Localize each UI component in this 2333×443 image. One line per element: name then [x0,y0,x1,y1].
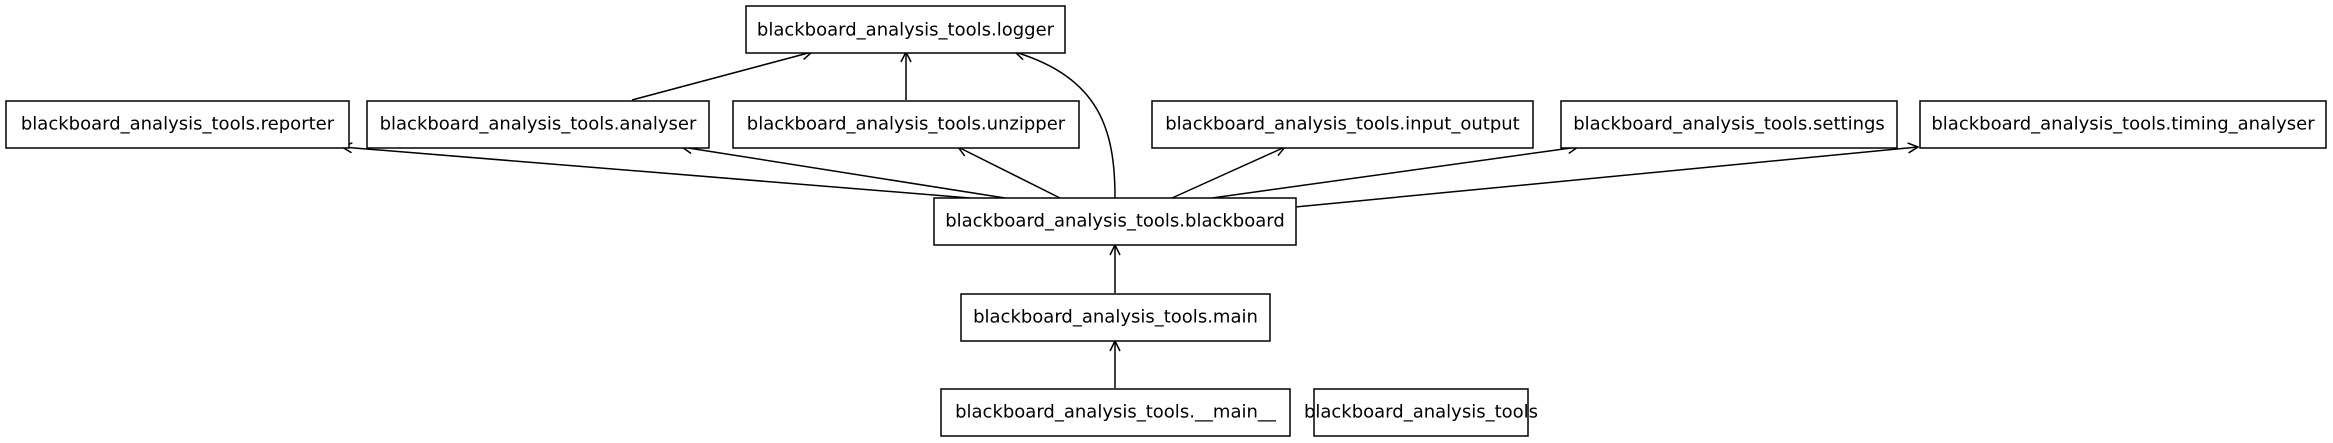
node-timing-analyser-box [1919,100,2327,149]
node-logger[interactable]: blackboard_analysis_tools.logger [745,5,1066,54]
edge-blackboard-to-settings [1211,147,1578,199]
node-dunder-main-label: blackboard_analysis_tools.__main__ [955,402,1277,423]
node-settings-box [1560,100,1898,149]
edge-blackboard-to-logger [1015,52,1116,199]
node-timing-analyser-label: blackboard_analysis_tools.timing_analyse… [1931,114,2315,135]
node-analyser[interactable]: blackboard_analysis_tools.analyser [366,100,710,149]
node-main-box [960,293,1271,342]
node-unzipper-label: blackboard_analysis_tools.unzipper [747,114,1066,135]
node-blackboard-box [933,197,1297,246]
edge-blackboard-to-reporter [342,147,971,199]
node-main[interactable]: blackboard_analysis_tools.main [960,293,1271,342]
node-analyser-box [366,100,710,149]
node-settings[interactable]: blackboard_analysis_tools.settings [1560,100,1898,149]
edge-blackboard-to-unzipper [958,147,1061,199]
node-reporter-box [5,100,350,149]
node-dunder-main[interactable]: blackboard_analysis_tools.__main__ [940,388,1291,437]
node-package-label: blackboard_analysis_tools [1304,402,1538,423]
node-reporter-label: blackboard_analysis_tools.reporter [21,114,335,135]
node-settings-label: blackboard_analysis_tools.settings [1573,114,1885,135]
node-main-label: blackboard_analysis_tools.main [973,307,1258,328]
node-logger-label: blackboard_analysis_tools.logger [757,20,1055,41]
node-input-output-box [1151,100,1534,149]
node-unzipper-box [732,100,1080,149]
node-input-output[interactable]: blackboard_analysis_tools.input_output [1151,100,1534,149]
node-unzipper[interactable]: blackboard_analysis_tools.unzipper [732,100,1080,149]
node-package-box [1313,388,1529,437]
node-input-output-label: blackboard_analysis_tools.input_output [1165,114,1520,135]
edge-blackboard-to-analyser [682,147,1006,199]
node-logger-box [745,5,1066,54]
node-dunder-main-box [940,388,1291,437]
node-timing-analyser[interactable]: blackboard_analysis_tools.timing_analyse… [1919,100,2327,149]
node-reporter[interactable]: blackboard_analysis_tools.reporter [5,100,350,149]
node-analyser-label: blackboard_analysis_tools.analyser [380,114,697,135]
edge-blackboard-to-input-output [1171,147,1285,199]
node-blackboard[interactable]: blackboard_analysis_tools.blackboard [933,197,1297,246]
edges [342,52,1918,388]
edge-blackboard-to-timing-analyser [1294,147,1918,208]
node-package[interactable]: blackboard_analysis_tools [1304,388,1538,437]
node-blackboard-label: blackboard_analysis_tools.blackboard [945,211,1285,232]
edge-analyser-to-logger [631,52,812,101]
